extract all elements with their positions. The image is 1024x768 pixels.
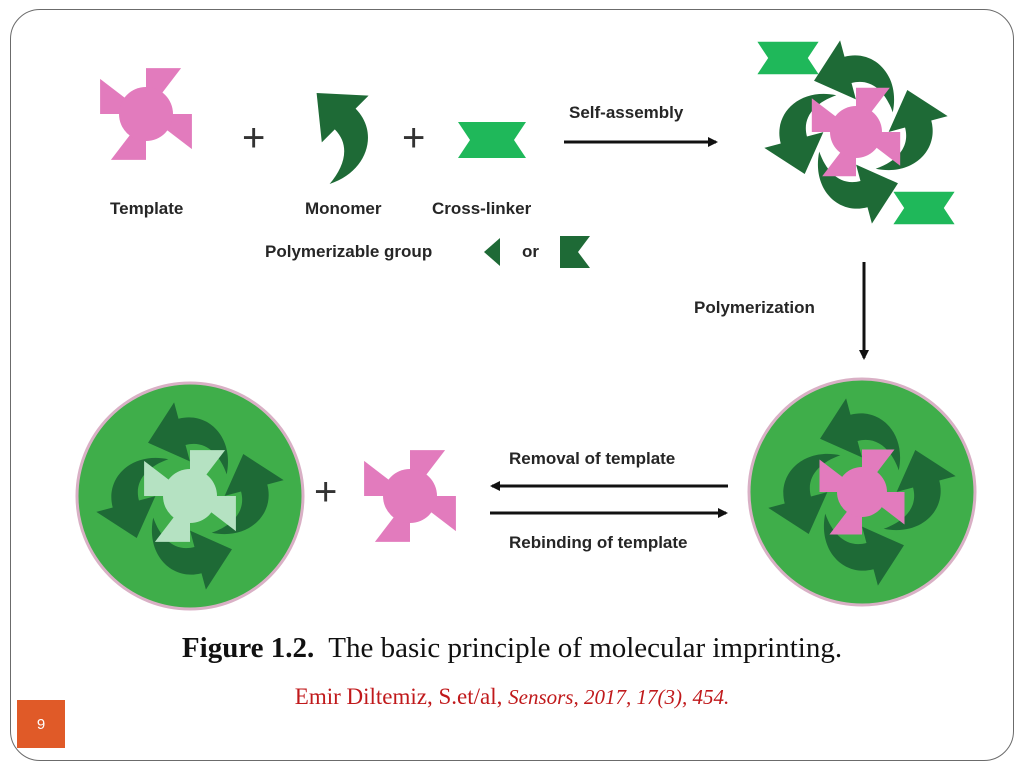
monomer-label: Monomer	[305, 199, 382, 218]
cross-linker-icon	[458, 122, 526, 158]
self-assembled-complex	[757, 39, 955, 225]
plus-sign-1: +	[242, 116, 266, 160]
polymerizable-group-notch-icon	[560, 236, 590, 268]
imprinted-polymer-cavity	[75, 381, 305, 611]
monomer-icon	[316, 93, 369, 184]
figure-caption: Figure 1.2. The basic principle of molec…	[0, 632, 1024, 665]
plus-sign-2: +	[402, 116, 426, 160]
polymerization-label: Polymerization	[694, 298, 815, 317]
plus-sign-3: +	[314, 470, 338, 514]
page-number-badge: 9	[17, 700, 65, 748]
polymerizable-group-triangle-icon	[484, 238, 500, 266]
citation-authors: Emir Diltemiz, S.et/al,	[294, 684, 503, 709]
citation: Emir Diltemiz, S.et/al, Sensors, 2017, 1…	[0, 684, 1024, 710]
slide-frame	[10, 9, 1014, 761]
rebinding-label: Rebinding of template	[509, 533, 688, 552]
cross-linker-label: Cross-linker	[432, 199, 532, 218]
self-assembly-label: Self-assembly	[569, 103, 684, 122]
figure-number: Figure 1.2.	[181, 632, 315, 664]
caption-text: The basic principle of molecular imprint…	[328, 632, 843, 664]
removal-label: Removal of template	[509, 449, 676, 468]
polymerizable-group-label: Polymerizable group	[265, 242, 433, 261]
polymer-with-template	[747, 377, 977, 607]
citation-source: Sensors, 2017, 17(3), 454.	[508, 685, 730, 709]
template-icon	[100, 68, 192, 160]
free-template-icon	[364, 450, 456, 542]
or-label: or	[522, 242, 539, 261]
template-label: Template	[110, 199, 184, 218]
